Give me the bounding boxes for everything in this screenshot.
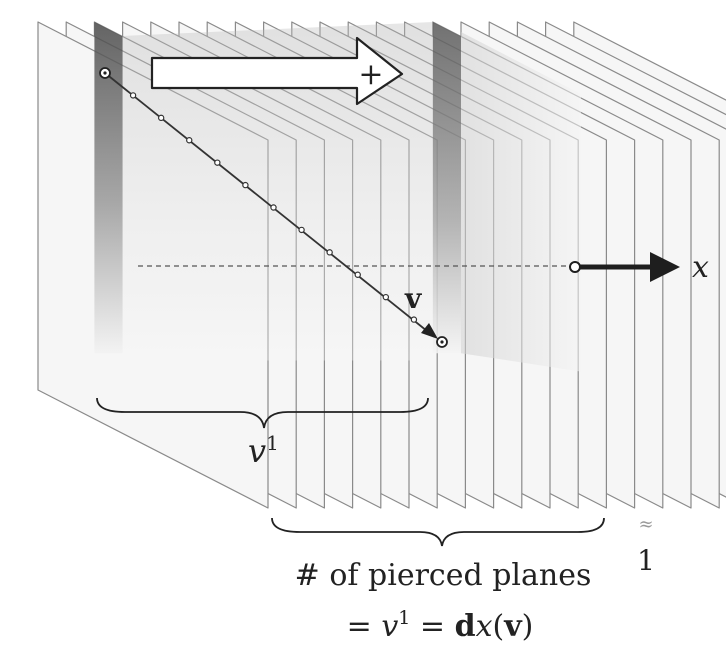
pierce-point: [186, 137, 193, 144]
x-gradient-arrow: [569, 252, 680, 282]
pierce-point: [298, 226, 305, 234]
pierce-point: [129, 92, 137, 99]
pierce-point: [382, 293, 390, 301]
pierced-count-brace: [271, 517, 605, 547]
highlighted-plane-shade: [432, 22, 461, 354]
caption-equation: = v1 = dx(v): [347, 607, 534, 644]
plus-sign: +: [358, 57, 383, 92]
pierce-point: [410, 316, 418, 323]
spacing-label: 1: [637, 544, 655, 577]
vector-pierce-points: [129, 92, 418, 323]
highlighted-plane-shade: [94, 22, 123, 354]
pierce-point: [157, 114, 165, 122]
pierce-point: [326, 249, 333, 256]
component-label: v1: [248, 431, 279, 470]
pierce-point: [242, 181, 249, 189]
right-region-shade: [461, 32, 581, 372]
pierce-point: [270, 204, 277, 211]
vector-endpoints: [99, 67, 448, 348]
pierce-point: [354, 271, 361, 278]
caption-line-1: # of pierced planes: [295, 558, 592, 593]
component-brace: [96, 397, 429, 429]
vector-label: v: [404, 282, 422, 315]
positive-direction-arrow: +: [150, 36, 404, 106]
x-label: x: [692, 250, 709, 285]
pierce-point: [214, 159, 221, 166]
spacing-marker: ≈: [638, 514, 653, 535]
spacing-symbol: ≈: [638, 514, 653, 535]
